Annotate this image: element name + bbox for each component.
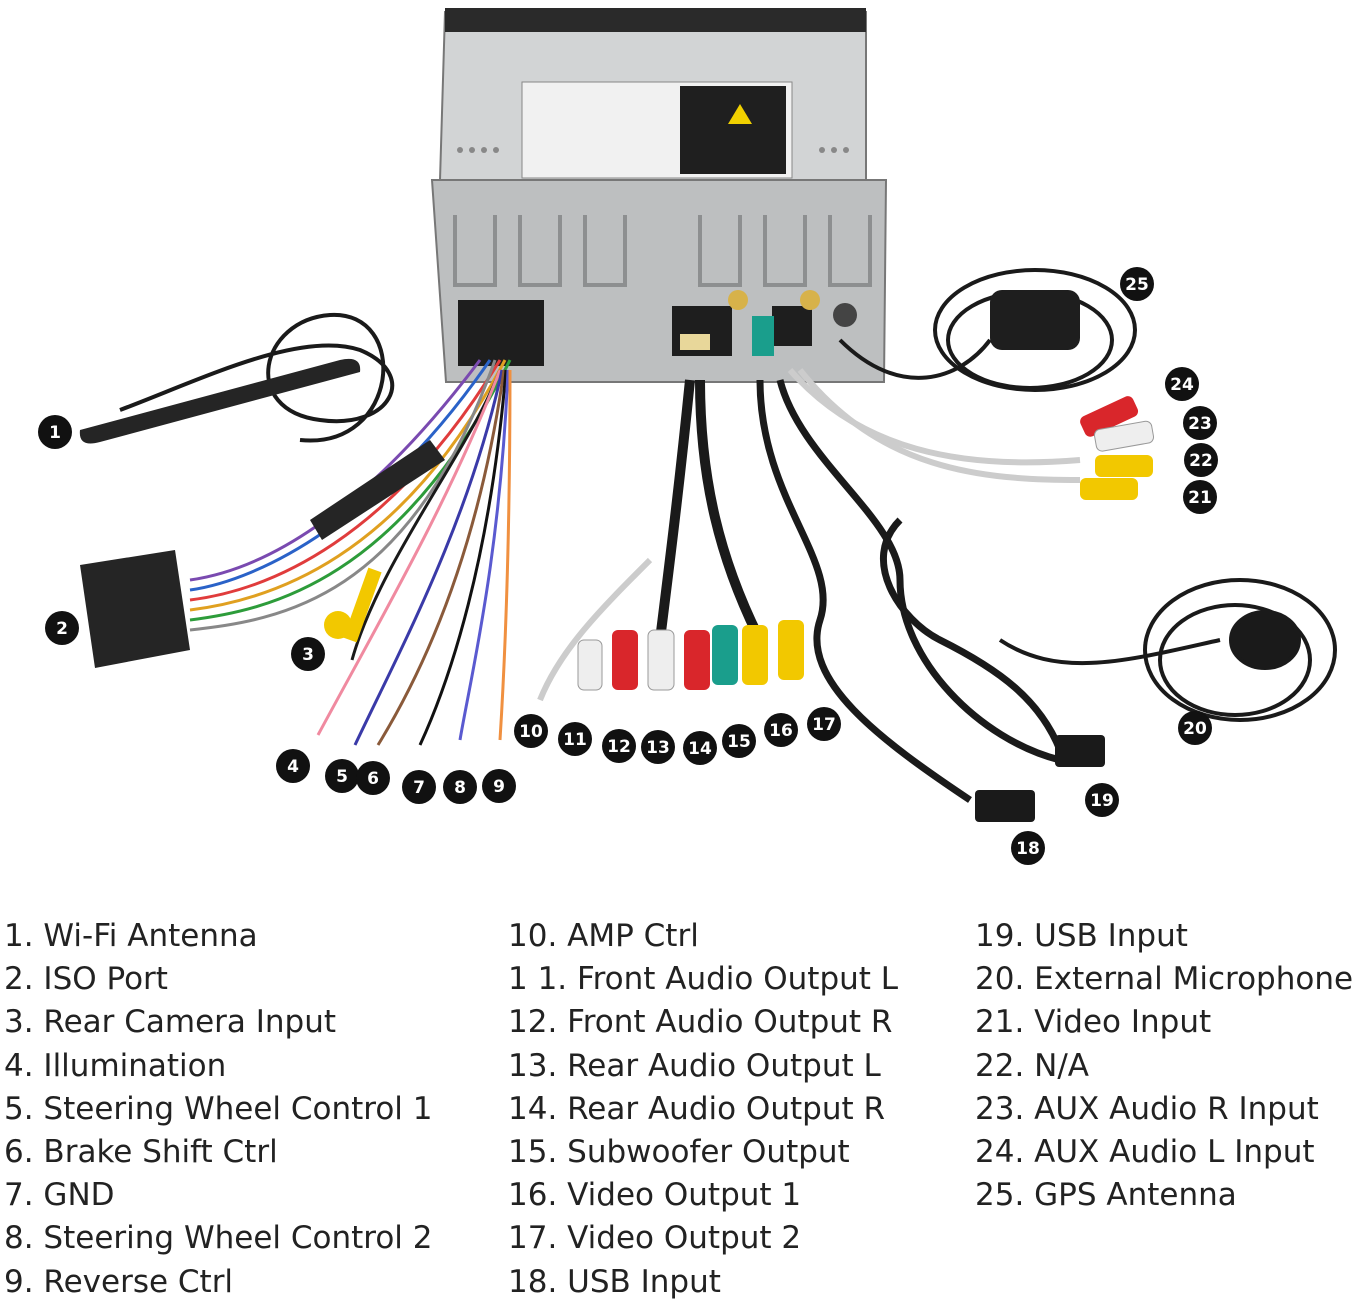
legend-item: 12. Front Audio Output R [508, 1004, 893, 1041]
wifi-antenna [79, 312, 394, 444]
usb-plug-18 [975, 790, 1035, 822]
legend-item: 6. Brake Shift Ctrl [4, 1134, 278, 1171]
callout-badge [356, 761, 390, 795]
legend-item: 25. GPS Antenna [975, 1177, 1237, 1214]
callout-number: 3 [302, 645, 314, 665]
callout-number: 13 [646, 738, 670, 758]
legend-item: 3. Rear Camera Input [4, 1004, 337, 1041]
legend-item: 23. AUX Audio R Input [975, 1090, 1319, 1127]
legend-item: 10. AMP Ctrl [508, 918, 699, 954]
callout-number: 2 [56, 619, 68, 639]
callout-badge [291, 637, 325, 671]
legend-item: 19. USB Input [975, 918, 1188, 954]
callout-badge [764, 713, 798, 747]
callout-number: 10 [519, 722, 543, 742]
legend-item: 13. Rear Audio Output L [508, 1047, 881, 1084]
callout-number: 21 [1188, 488, 1212, 508]
callout-number: 25 [1125, 275, 1149, 295]
legend-item: 22. N/A [975, 1047, 1089, 1084]
callout-number: 5 [336, 767, 348, 787]
callout-badge [443, 770, 477, 804]
legend-item: 1. Wi-Fi Antenna [4, 918, 258, 954]
legend-item: 18. USB Input [508, 1263, 721, 1300]
legend-item: 9. Reverse Ctrl [4, 1263, 234, 1300]
legend-column-2: 10. AMP Ctrl 1 1. Front Audio Output L 12.… [508, 915, 898, 1304]
callout-badge [722, 724, 756, 758]
legend-item: 2. ISO Port [4, 961, 168, 998]
legend-item: 17. Video Output 2 [508, 1220, 802, 1257]
callout-badge [45, 611, 79, 645]
callout-badge [1183, 480, 1217, 514]
callout-number: 23 [1188, 414, 1212, 434]
callout-number: 9 [493, 777, 505, 797]
callout-number: 20 [1183, 719, 1207, 739]
legend-item: 15. Subwoofer Output [508, 1134, 850, 1171]
usb-cables [756, 379, 1064, 803]
callout-number: 14 [688, 739, 712, 759]
legend-column-3: 19. USB Input 20. External Microphone 21. … [975, 915, 1353, 1217]
legend-item: 14. Rear Audio Output R [508, 1090, 886, 1127]
callout-number: 12 [607, 737, 631, 757]
rca-bundle [537, 379, 804, 702]
callout-number: 7 [413, 778, 425, 798]
callout-badge [1165, 367, 1199, 401]
callout-badge [641, 730, 675, 764]
callout-badge [1085, 783, 1119, 817]
aux-input-cables [787, 368, 1155, 500]
callout-badge [807, 707, 841, 741]
iso-harness [80, 359, 512, 668]
legend-item: 24. AUX Audio L Input [975, 1134, 1315, 1171]
legend-item: 20. External Microphone [975, 961, 1354, 998]
callout-badge [1183, 406, 1217, 440]
head-unit [430, 8, 888, 383]
callout-badge [1184, 443, 1218, 477]
callout-number: 6 [367, 769, 379, 789]
callout-badge [482, 769, 516, 803]
gps-antenna [838, 268, 1137, 392]
callout-badge [276, 749, 310, 783]
external-microphone [998, 578, 1337, 722]
callout-badge [1120, 267, 1154, 301]
callout-number: 8 [454, 778, 466, 798]
callout-badge [514, 714, 548, 748]
callout-badge [602, 729, 636, 763]
callout-number: 18 [1016, 839, 1040, 859]
callout-badge [38, 415, 72, 449]
legend-column-1: 1. Wi-Fi Antenna 2. ISO Port 3. Rear Camer… [4, 915, 433, 1304]
legend-item: 21. Video Input [975, 1004, 1212, 1041]
callout-badge [558, 722, 592, 756]
callout-badge [683, 731, 717, 765]
callout-number: 1 [49, 423, 61, 443]
callout-badge [1011, 831, 1045, 865]
usb-plug-19 [1055, 735, 1105, 767]
callout-number: 4 [287, 757, 299, 777]
callout-number: 22 [1189, 451, 1213, 471]
callout-number: 16 [769, 721, 793, 741]
legend-item: 16. Video Output 1 [508, 1177, 802, 1214]
legend-item: 7. GND [4, 1177, 115, 1214]
legend-item: 5. Steering Wheel Control 1 [4, 1090, 433, 1127]
callout-number: 17 [812, 715, 836, 735]
callout-badge [1178, 711, 1212, 745]
callout-badge [325, 759, 359, 793]
callout-number: 24 [1170, 375, 1194, 395]
legend-item: 1 1. Front Audio Output L [508, 961, 899, 998]
callout-number: 15 [727, 732, 751, 752]
control-wires [316, 369, 512, 746]
callout-badge [402, 770, 436, 804]
legend-item: 8. Steering Wheel Control 2 [4, 1220, 433, 1257]
legend-item: 4. Illumination [4, 1047, 227, 1084]
callout-number: 19 [1090, 791, 1114, 811]
callout-number: 11 [563, 730, 587, 750]
